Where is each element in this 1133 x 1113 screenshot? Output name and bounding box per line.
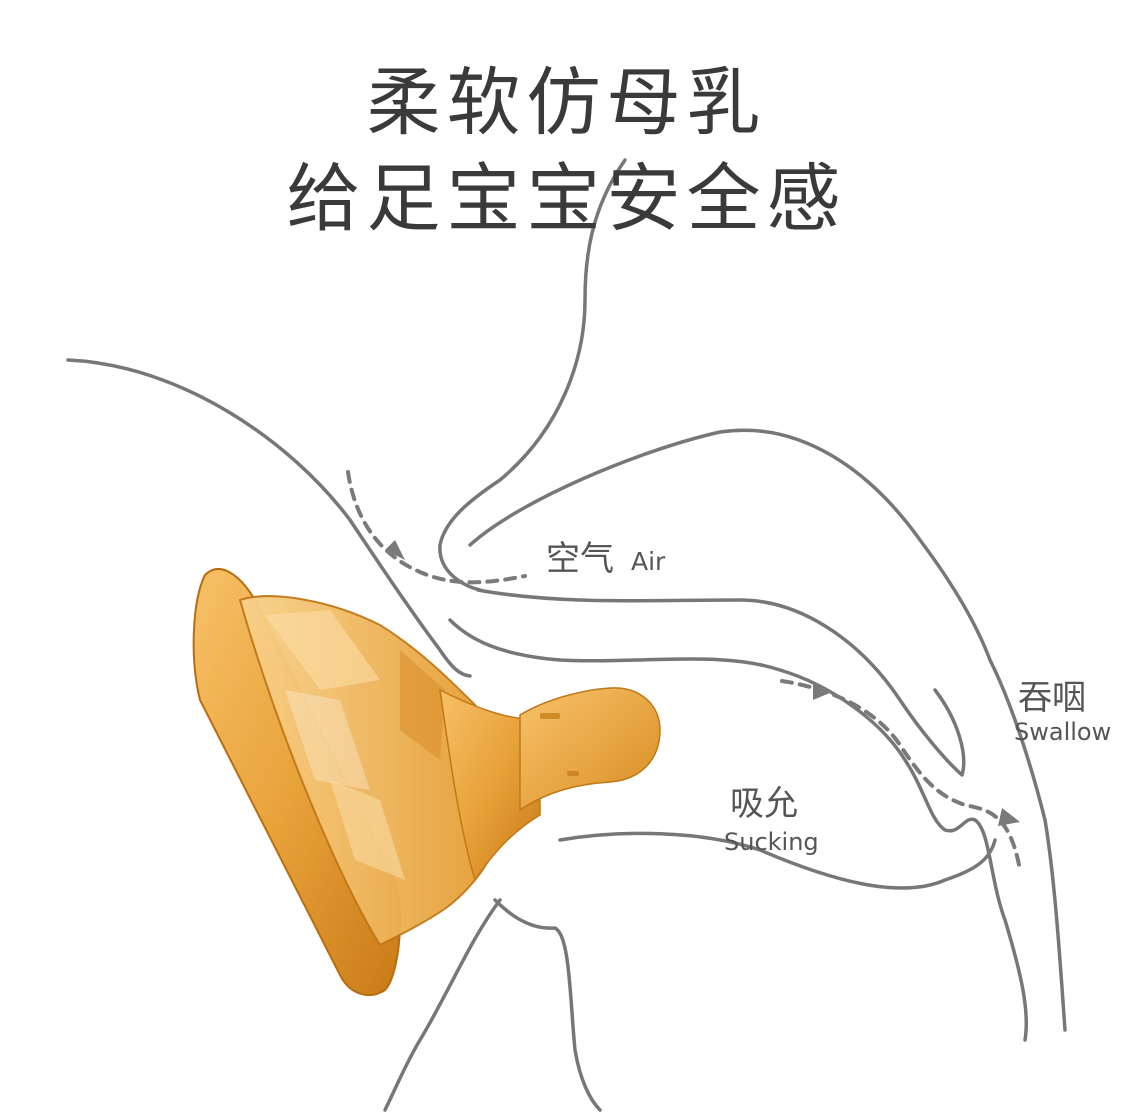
sucking-label-en: Sucking: [724, 830, 819, 854]
sucking-label-cn: 吸允: [730, 787, 798, 821]
air-label-cn: 空气: [546, 542, 614, 576]
swallow-label-cn: 吞咽: [1018, 681, 1086, 715]
swallow-arrowhead-2: [998, 808, 1020, 826]
air-label-en: Air: [631, 549, 665, 574]
nipple-tip: [520, 688, 660, 810]
swallow-label-en: Swallow: [1014, 720, 1111, 744]
headline-line-1: 柔软仿母乳: [0, 66, 1133, 140]
air-flow-arrow: [348, 472, 525, 582]
chin-line: [495, 900, 600, 1110]
headline-line-2: 给足宝宝安全感: [0, 162, 1133, 236]
